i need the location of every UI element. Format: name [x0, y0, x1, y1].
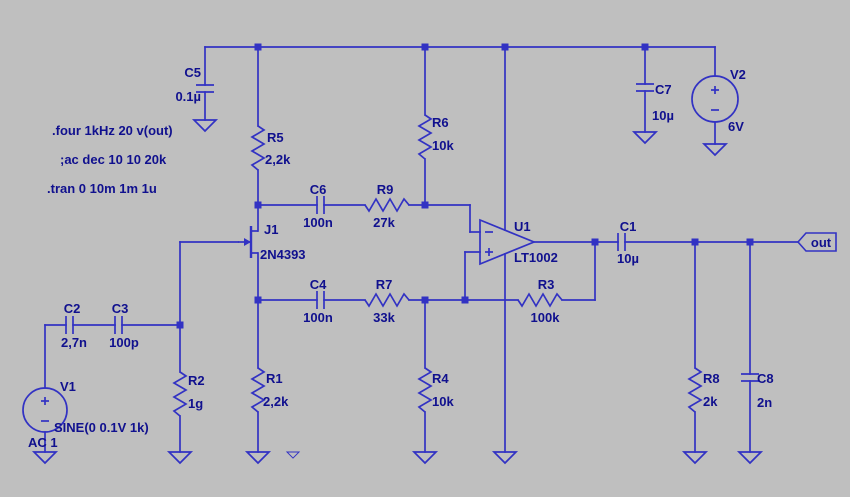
ground-symbol[interactable] [246, 451, 270, 464]
value-label-C1: 10µ [617, 251, 639, 266]
gate-arrow [244, 238, 251, 246]
jfet-J1[interactable]: J1 2N4393 [238, 222, 306, 262]
value-label-R8: 2k [703, 394, 718, 409]
value-label-J1: 2N4393 [260, 247, 306, 262]
ref-label-R9: R9 [377, 182, 394, 197]
ref-label-R1: R1 [266, 371, 283, 386]
ref-label-C2: C2 [64, 301, 81, 316]
ref-label-U1: U1 [514, 219, 531, 234]
value-label-U1: LT1002 [514, 250, 558, 265]
resistor-R7[interactable]: R7 33k [364, 277, 410, 325]
capacitor-C1[interactable]: C1 10µ [617, 219, 639, 266]
capacitor-C7[interactable]: C7 10µ [636, 82, 674, 123]
junction-dot [591, 238, 599, 246]
junction-dot [691, 238, 699, 246]
resistor-R8[interactable]: R8 2k [687, 367, 720, 413]
value-label-C5: 0.1µ [175, 89, 201, 104]
value-label-R1: 2,2k [263, 394, 289, 409]
value-label-R5: 2,2k [265, 152, 291, 167]
value-label-C7: 10µ [652, 108, 674, 123]
resistor-R3[interactable]: R3 100k [517, 277, 563, 325]
junction-dot [176, 321, 184, 329]
junction-dots [176, 43, 754, 329]
ref-label-J1: J1 [264, 222, 278, 237]
wires [44, 46, 799, 453]
ground-symbol[interactable] [738, 451, 762, 464]
junction-dot [254, 43, 262, 51]
junction-dot [641, 43, 649, 51]
spice-directive-tran[interactable]: .tran 0 10m 1m 1u [47, 181, 157, 196]
ref-label-C6: C6 [310, 182, 327, 197]
resistor-R2[interactable]: R2 1g [172, 371, 205, 417]
ground-symbol[interactable] [703, 143, 727, 156]
ref-label-R4: R4 [432, 371, 449, 386]
resistor-R1[interactable]: R1 2,2k [250, 367, 289, 413]
net-flag-out[interactable]: out [796, 232, 837, 252]
value-label-R9: 27k [373, 215, 395, 230]
value-label-C8: 2n [757, 395, 772, 410]
value-label-C2: 2,7n [61, 335, 87, 350]
value-label-C4: 100n [303, 310, 333, 325]
value-label-C6: 100n [303, 215, 333, 230]
capacitor-C8[interactable]: C8 2n [741, 371, 774, 410]
capacitor-C5[interactable]: C5 0.1µ [175, 65, 214, 104]
ref-label-R8: R8 [703, 371, 720, 386]
resistor-R9[interactable]: R9 27k [364, 182, 410, 230]
value-label-V1: SINE(0 0.1V 1k) [54, 420, 149, 435]
junction-dot [254, 201, 262, 209]
ground-symbol[interactable] [168, 451, 192, 464]
ref-label-R5: R5 [267, 130, 284, 145]
value-label-R2: 1g [188, 396, 203, 411]
junction-dot [501, 43, 509, 51]
resistor-R5[interactable]: R5 2,2k [250, 125, 291, 171]
opamp-U1[interactable]: U1 LT1002 [479, 218, 558, 266]
net-label-out: out [811, 235, 832, 250]
voltage-source-V1[interactable]: V1 SINE(0 0.1V 1k) AC 1 [22, 379, 149, 450]
capacitor-C4[interactable]: C4 100n [303, 277, 333, 325]
ref-label-C1: C1 [620, 219, 637, 234]
ref-label-V2: V2 [730, 67, 746, 82]
value-label-R6: 10k [432, 138, 454, 153]
capacitor-C3[interactable]: C3 100p [109, 301, 139, 350]
ref-label-R6: R6 [432, 115, 449, 130]
ref-label-R7: R7 [376, 277, 393, 292]
voltage-source-V2[interactable]: V2 6V [691, 67, 746, 134]
junction-dot [421, 296, 429, 304]
resistor-R4[interactable]: R4 10k [417, 367, 454, 413]
junction-dot [421, 43, 429, 51]
value-label-C3: 100p [109, 335, 139, 350]
ref-label-C5: C5 [184, 65, 201, 80]
ground-symbol[interactable] [493, 451, 517, 464]
capacitor-C6[interactable]: C6 100n [303, 182, 333, 230]
ref-label-R3: R3 [538, 277, 555, 292]
grounds [33, 119, 762, 464]
value-label-R4: 10k [432, 394, 454, 409]
value2-label-V1: AC 1 [28, 435, 58, 450]
junction-dot [254, 296, 262, 304]
junction-dot [421, 201, 429, 209]
ref-label-C4: C4 [310, 277, 327, 292]
resistor-R6[interactable]: R6 10k [417, 114, 454, 160]
spice-directive-four[interactable]: .four 1kHz 20 v(out) [52, 123, 173, 138]
ground-symbol[interactable] [413, 451, 437, 464]
ref-label-V1: V1 [60, 379, 76, 394]
capacitor-C2[interactable]: C2 2,7n [61, 301, 87, 350]
ground-symbol-small[interactable] [286, 451, 300, 459]
value-label-R3: 100k [531, 310, 561, 325]
ground-symbol[interactable] [193, 119, 217, 132]
ground-symbol[interactable] [33, 451, 57, 464]
value-label-V2: 6V [728, 119, 744, 134]
junction-dot [746, 238, 754, 246]
value-label-R7: 33k [373, 310, 395, 325]
spice-directive-ac[interactable]: ;ac dec 10 10 20k [60, 152, 167, 167]
ref-label-C7: C7 [655, 82, 672, 97]
junction-dot [461, 296, 469, 304]
ground-symbol[interactable] [683, 451, 707, 464]
ground-symbol[interactable] [633, 131, 657, 144]
ref-label-C3: C3 [112, 301, 129, 316]
ref-label-R2: R2 [188, 373, 205, 388]
ref-label-C8: C8 [757, 371, 774, 386]
